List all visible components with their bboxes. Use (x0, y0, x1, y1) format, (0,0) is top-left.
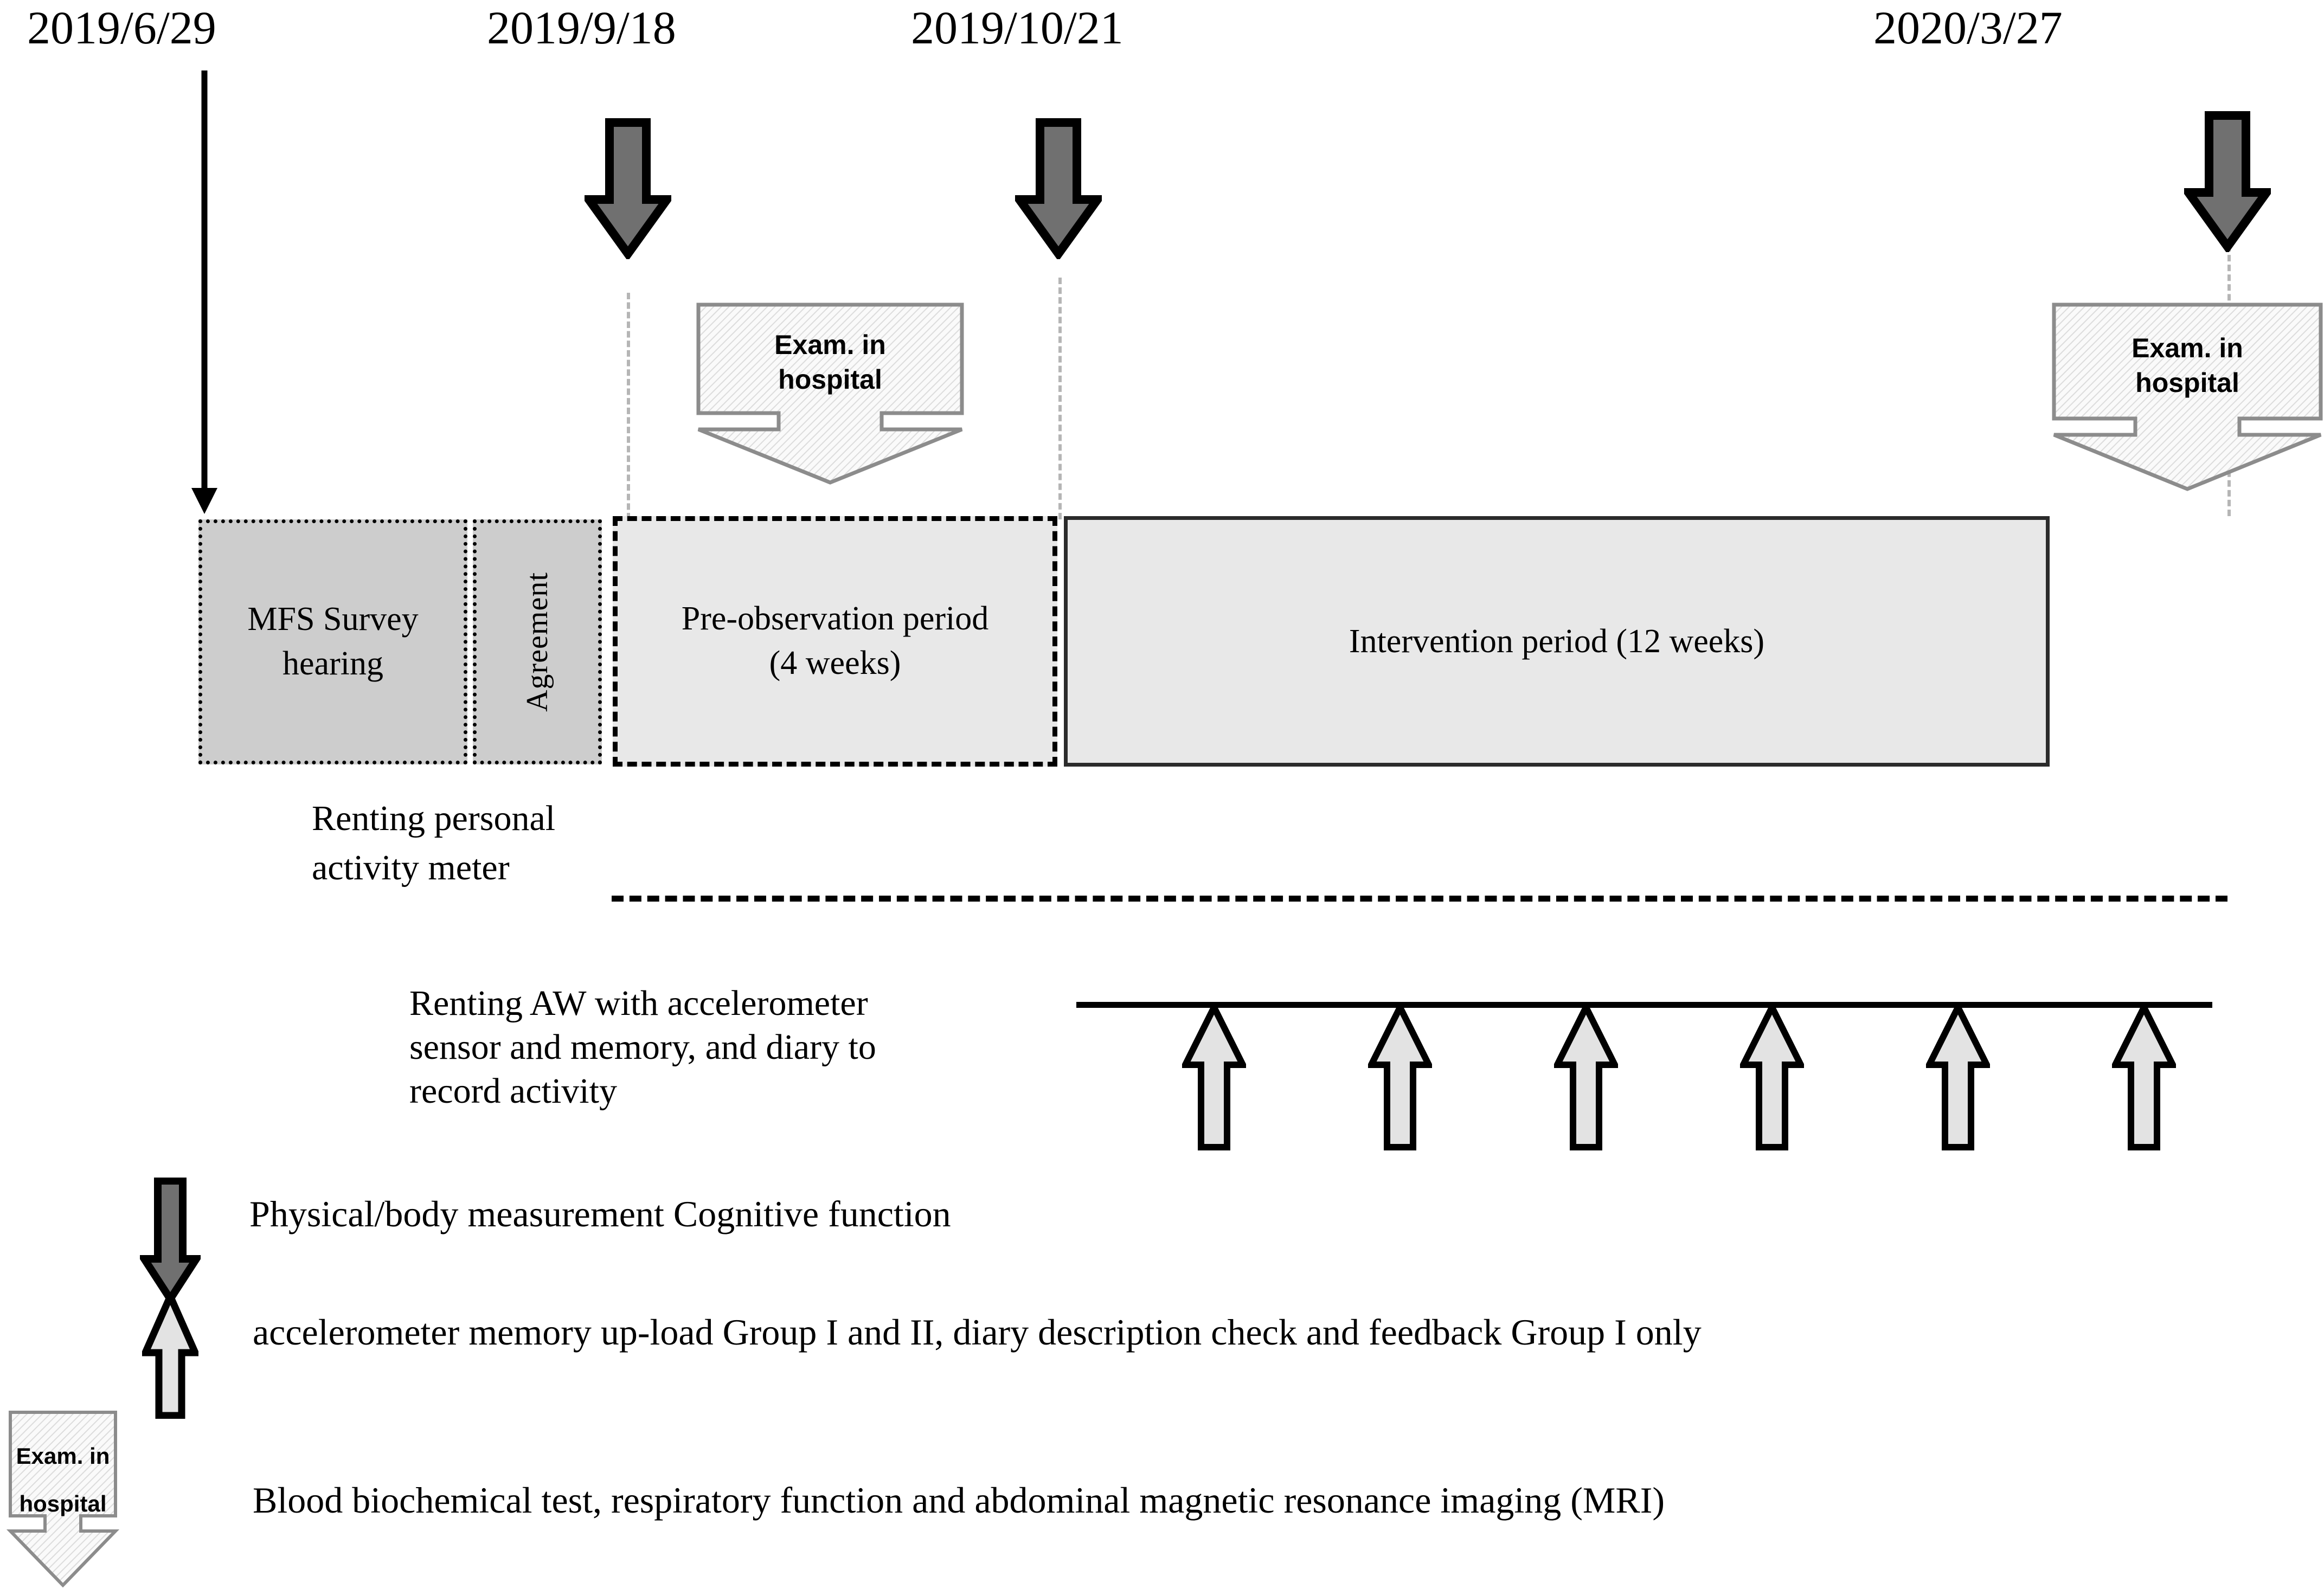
period-label-agreement: Agreement (521, 572, 554, 712)
exam-callout-middle: Exam. in hospital (695, 301, 965, 486)
legend-up-arrow-light-icon (142, 1293, 198, 1419)
period-box-agreement[interactable]: Agreement (473, 519, 602, 764)
annotation-renting-aw: Renting AW with accelerometer sensor and… (409, 983, 876, 1111)
date-label-2019-10-21: 2019/10/21 (911, 2, 1124, 54)
exam-callout-middle-text: Exam. in hospital (774, 330, 886, 395)
pointer-arrow-down-icon (188, 70, 221, 515)
period-label-mfs: MFS Survey hearing (247, 601, 419, 682)
up-arrow-light-icon-2 (1368, 1004, 1432, 1150)
period-label-intervention: Intervention period (12 weeks) (1349, 622, 1765, 660)
guide-line-9-18 (627, 293, 630, 519)
legend-text-physical-cognitive: Physical/body measurement Cognitive func… (249, 1193, 951, 1234)
legend-text-accelerometer-upload: accelerometer memory up-load Group I and… (253, 1311, 1702, 1353)
exam-callout-right-text: Exam. in hospital (2132, 333, 2243, 398)
up-arrow-light-icon-5 (1926, 1004, 1990, 1150)
rent-aw-solid-line (1076, 1002, 2212, 1008)
legend-exam-callout: Exam. in hospital (6, 1410, 120, 1588)
down-arrow-dark-icon-2 (1015, 118, 1102, 259)
date-label-2019-6-29: 2019/6/29 (27, 2, 216, 54)
legend-down-arrow-dark-icon (140, 1178, 201, 1303)
up-arrow-light-icon-1 (1182, 1004, 1246, 1150)
up-arrow-light-icon-3 (1554, 1004, 1618, 1150)
up-arrow-light-icon-6 (2112, 1004, 2176, 1150)
period-box-intervention[interactable]: Intervention period (12 weeks) (1064, 516, 2050, 767)
period-box-pre-observation[interactable]: Pre-observation period (4 weeks) (613, 516, 1057, 767)
date-label-2019-9-18: 2019/9/18 (487, 2, 676, 54)
guide-line-10-21 (1058, 278, 1062, 519)
rent-meter-dashed-line (612, 896, 2227, 902)
legend-exam-callout-text: Exam. in hospital (16, 1443, 110, 1517)
down-arrow-dark-icon-3 (2184, 111, 2271, 252)
legend-text-blood-mri: Blood biochemical test, respiratory func… (253, 1480, 1665, 1521)
period-box-mfs-survey[interactable]: MFS Survey hearing (198, 519, 467, 764)
exam-callout-right: Exam. in hospital (2051, 301, 2324, 492)
annotation-renting-activity-meter: Renting personal activity meter (312, 799, 556, 888)
up-arrow-light-icon-4 (1740, 1004, 1804, 1150)
down-arrow-dark-icon-1 (585, 118, 671, 259)
date-label-2020-3-27: 2020/3/27 (1873, 2, 2063, 54)
period-label-pre-observation: Pre-observation period (4 weeks) (681, 600, 989, 681)
